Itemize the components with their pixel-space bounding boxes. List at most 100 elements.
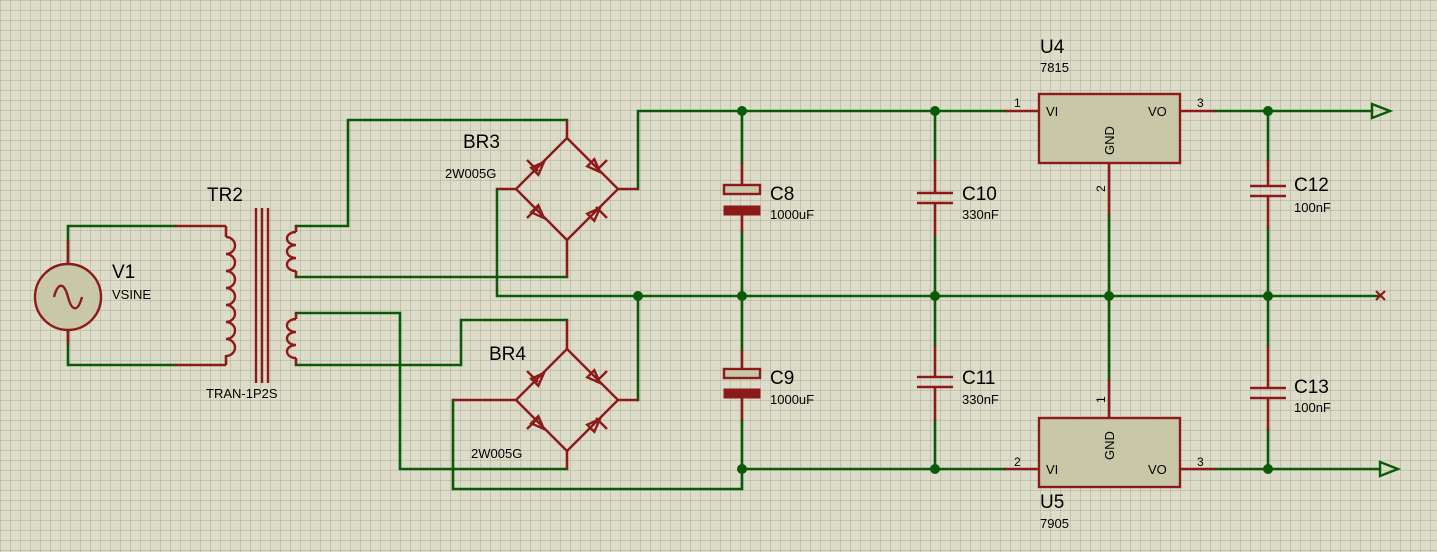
regulator-u4[interactable]: VI VO GND 1 3 2 U4 7815 [1005, 37, 1215, 215]
u4-body [1037, 92, 1182, 165]
c13-value: 100nF [1294, 400, 1331, 415]
c10-value: 330nF [962, 207, 999, 222]
tr2-value: TRAN-1P2S [206, 386, 278, 401]
diode-bar [526, 206, 539, 219]
br3-ref: BR3 [463, 132, 500, 153]
br4-value: 2W005G [471, 446, 522, 461]
capacitor-c13[interactable]: C13 100nF [1250, 345, 1331, 430]
u5-pin-gnd-label: GND [1102, 431, 1117, 460]
u4-pin3-number: 3 [1197, 96, 1204, 110]
junction-dot [737, 291, 747, 301]
u5-pin1-number: 1 [1094, 396, 1108, 403]
bridge-rectifier-br3[interactable]: BR3 2W005G [445, 120, 638, 277]
br4-ref: BR4 [489, 344, 526, 365]
c11-ref: C11 [962, 368, 995, 389]
bridge-rectifier-br4[interactable]: BR4 2W005G [453, 320, 638, 469]
c12-ref: C12 [1294, 175, 1329, 196]
wires [66, 109, 1382, 491]
wire-ground-rail[interactable] [495, 187, 1382, 298]
terminal-arrow-icon[interactable] [1370, 102, 1394, 120]
transformer-tr2[interactable]: TR2 TRAN-1P2S [175, 185, 298, 401]
u5-pin2-number: 2 [1014, 455, 1021, 469]
v1-value: VSINE [112, 287, 151, 302]
diode-bar [595, 159, 608, 172]
c8-plate-positive [722, 183, 762, 196]
diode-bar [595, 417, 608, 430]
junction-dot [737, 464, 747, 474]
wire-sec1-top[interactable] [294, 118, 569, 228]
diode-bar [526, 370, 539, 383]
diode-icon [529, 159, 547, 177]
u5-body [1037, 416, 1182, 489]
u4-pin-gnd-label: GND [1102, 126, 1117, 155]
tr2-secondary2-coil-icon [285, 317, 297, 360]
u5-pin-vo-label: VO [1148, 462, 1167, 477]
diode-bar [526, 417, 539, 430]
wire-v1-top[interactable] [66, 224, 177, 267]
v1-ref: V1 [112, 262, 135, 283]
u4-pin-vi-label: VI [1046, 104, 1058, 119]
diode-icon [585, 205, 603, 223]
junction-dot [737, 106, 747, 116]
diode-bar [595, 206, 608, 219]
br4-diamond [515, 347, 620, 453]
u4-ref: U4 [1040, 37, 1065, 58]
u4-value: 7815 [1040, 60, 1069, 75]
c10-ref: C10 [962, 184, 997, 205]
diode-bar [595, 370, 608, 383]
source-v1[interactable]: V1 VSINE [33, 240, 151, 345]
junction-dot [1263, 106, 1273, 116]
u4-pin1-number: 1 [1014, 96, 1021, 110]
br3-value: 2W005G [445, 166, 496, 181]
no-connect-cross-icon[interactable] [1375, 290, 1386, 301]
u5-ref: U5 [1040, 492, 1064, 513]
junction-dot [930, 464, 940, 474]
c8-ref: C8 [770, 184, 794, 205]
c8-value: 1000uF [770, 207, 814, 222]
junctions [633, 106, 1273, 474]
diode-icon [529, 370, 547, 388]
sine-wave-icon [52, 284, 84, 310]
wire-br3-plus[interactable] [636, 109, 1007, 191]
c11-value: 330nF [962, 392, 999, 407]
c9-ref: C9 [770, 368, 794, 389]
diode-bar [526, 159, 539, 172]
c9-plate-positive [722, 367, 762, 380]
junction-dot [930, 106, 940, 116]
output-terminals [1370, 102, 1402, 478]
wire-sec2-top[interactable] [294, 318, 569, 367]
br3-diamond [515, 136, 620, 242]
u4-pin-vo-label: VO [1148, 104, 1167, 119]
capacitor-c10[interactable]: C10 330nF [917, 160, 999, 236]
junction-dot [1263, 291, 1273, 301]
capacitor-c12[interactable]: C12 100nF [1250, 160, 1331, 228]
wire-v1-bottom[interactable] [66, 328, 177, 367]
diode-icon [585, 157, 603, 175]
u5-value: 7905 [1040, 516, 1069, 531]
terminal-arrow-icon[interactable] [1378, 460, 1402, 478]
junction-dot [633, 291, 643, 301]
u5-pin3-number: 3 [1197, 455, 1204, 469]
junction-dot [1104, 291, 1114, 301]
diode-icon [585, 416, 603, 434]
junction-dot [930, 291, 940, 301]
c13-ref: C13 [1294, 377, 1329, 398]
wire-br4-minus[interactable] [451, 398, 1007, 491]
tr2-primary-coil-icon [225, 235, 237, 358]
tr2-secondary1-coil-icon [285, 230, 297, 273]
c12-value: 100nF [1294, 200, 1331, 215]
capacitor-c9[interactable]: C9 1000uF [722, 350, 814, 420]
wire-sec2-bottom[interactable] [294, 311, 569, 471]
capacitor-c11[interactable]: C11 330nF [917, 345, 999, 420]
tr2-ref: TR2 [207, 185, 243, 206]
c8-plate-negative [723, 205, 761, 216]
diode-icon [585, 368, 603, 386]
c9-plate-negative [723, 388, 761, 399]
junction-dot [1263, 464, 1273, 474]
regulator-u5[interactable]: VI VO GND 2 3 1 U5 7905 [1005, 380, 1215, 531]
u4-pin2-number: 2 [1094, 185, 1108, 192]
c9-value: 1000uF [770, 392, 814, 407]
capacitor-c8[interactable]: C8 1000uF [722, 163, 814, 232]
u5-pin-vi-label: VI [1046, 462, 1058, 477]
